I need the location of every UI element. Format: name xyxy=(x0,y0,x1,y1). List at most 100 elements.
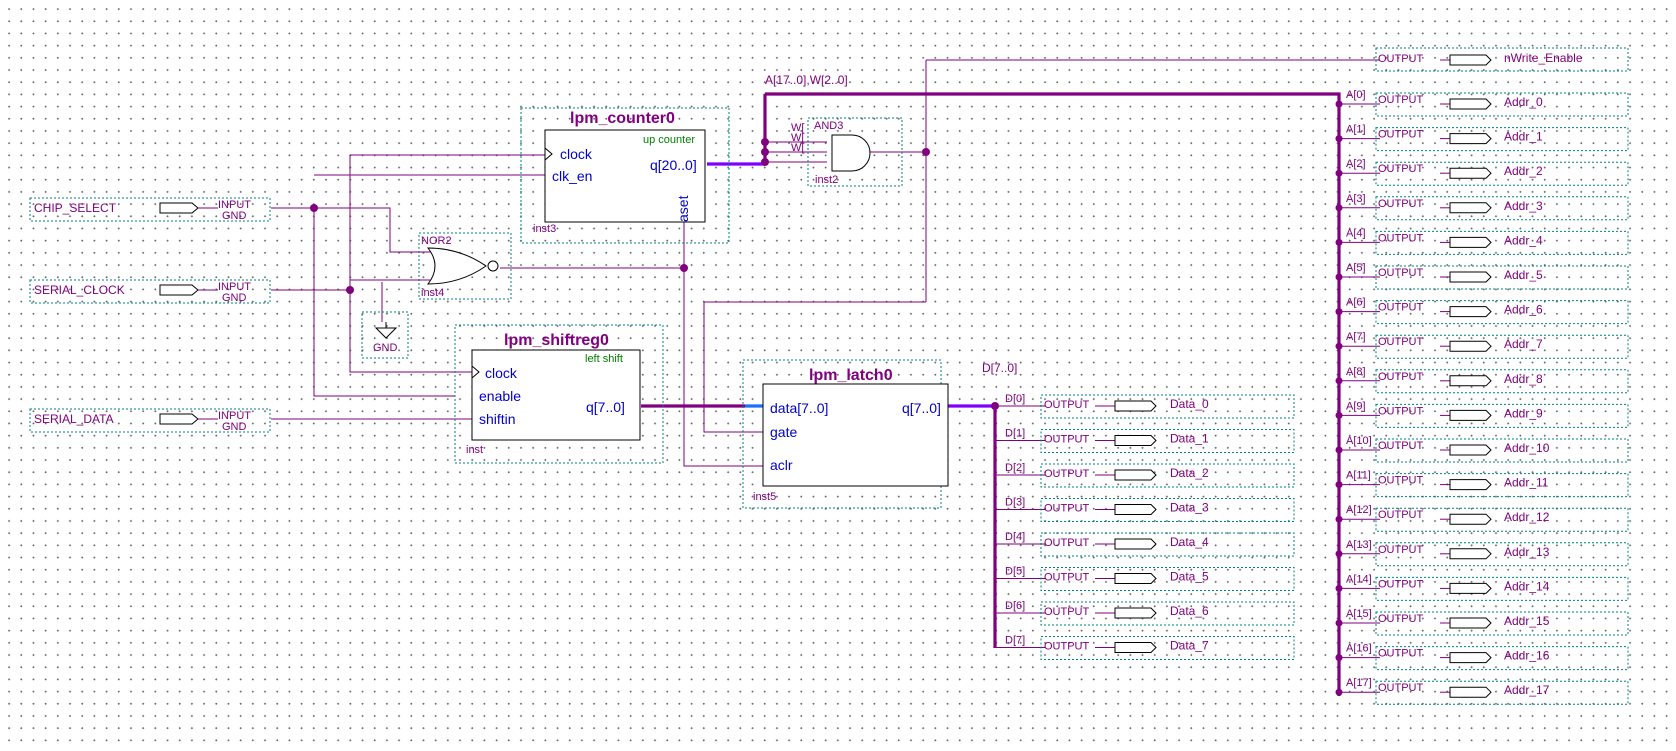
address-bus-tap-label: A[13] xyxy=(1346,539,1372,551)
nwrite-enable-name: nWrite_Enable xyxy=(1504,51,1583,65)
output-pin-type: OUTPUT xyxy=(1378,405,1424,417)
gnd-symbol[interactable]: GND xyxy=(361,311,409,359)
output-pin-name: Addr_8 xyxy=(1504,372,1543,386)
and3-gate[interactable]: W[ W[ W[ AND3 inst2 xyxy=(791,117,903,187)
address-bus-label: A[17..0],W[2..0] xyxy=(765,73,848,87)
output-pin-name: Addr_7 xyxy=(1504,337,1543,351)
output-pin-name: Addr_10 xyxy=(1504,441,1550,455)
output-pin-name: Addr_5 xyxy=(1504,268,1543,282)
output-pin-type: OUTPUT xyxy=(1378,509,1424,521)
output-pin-name: Addr_13 xyxy=(1504,545,1550,559)
address-bus-tap-label: A[5] xyxy=(1346,262,1366,274)
address-bus-tap-label: A[1] xyxy=(1346,124,1366,136)
address-bus-tap-label: A[15] xyxy=(1346,608,1372,620)
shiftreg-q-port: q[7..0] xyxy=(586,399,625,415)
output-pin-addr-8[interactable]: A[8] OUTPUT Addr_8 xyxy=(1335,366,1629,394)
output-pin-type: OUTPUT xyxy=(1378,475,1424,487)
output-pin-name: Addr_4 xyxy=(1504,233,1543,247)
output-pin-data-4[interactable]: D[4] OUTPUT Data_4 xyxy=(995,531,1295,557)
output-pin-name: Data_6 xyxy=(1170,604,1209,618)
latch-gate-port: gate xyxy=(770,424,797,440)
latch-data-port: data[7..0] xyxy=(770,400,828,416)
output-pin-data-1[interactable]: D[1] OUTPUT Data_1 xyxy=(995,428,1295,453)
output-pin-type: OUTPUT xyxy=(1378,267,1424,279)
junctions xyxy=(310,138,999,410)
output-pin-type: OUTPUT xyxy=(1378,198,1424,210)
nor2-gate[interactable]: NOR2 inst4 xyxy=(415,232,512,300)
address-bus-tap-label: A[9] xyxy=(1346,400,1366,412)
lpm-latch0-block[interactable]: lpm_latch0 data[7..0] gate aclr q[7..0] … xyxy=(742,359,949,509)
counter-mode: up counter xyxy=(643,134,695,146)
lpm-counter0-block[interactable]: lpm_counter0 up counter clock clk_en q[2… xyxy=(520,107,730,244)
input-pin-name: CHIP_SELECT xyxy=(34,201,117,215)
buses xyxy=(641,92,1341,696)
data-bus-tap-label: D[5] xyxy=(1005,566,1025,578)
counter-clken-port: clk_en xyxy=(552,168,592,184)
output-pin-type: OUTPUT xyxy=(1044,537,1090,549)
output-pin-name: Addr_3 xyxy=(1504,199,1543,213)
address-bus-tap-label: A[10] xyxy=(1346,435,1372,447)
shiftreg-instance: inst xyxy=(466,444,483,456)
input-pin-type: INPUT xyxy=(218,410,251,422)
counter-instance: inst3 xyxy=(533,223,556,235)
output-pin-type: OUTPUT xyxy=(1378,302,1424,314)
output-pin-type: OUTPUT xyxy=(1044,572,1090,584)
lpm-shiftreg0-block[interactable]: lpm_shiftreg0 left shift clock enable sh… xyxy=(454,324,664,464)
counter-aset-port: aset xyxy=(675,195,691,222)
and3-input-label-2: W[ xyxy=(791,142,804,154)
input-pin-name: SERIAL_CLOCK xyxy=(34,283,125,297)
output-pin-name: Data_4 xyxy=(1170,535,1209,549)
address-bus-tap-label: A[8] xyxy=(1346,366,1366,378)
data-bus-tap-label: D[4] xyxy=(1005,531,1025,543)
output-pin-name: Data_1 xyxy=(1170,432,1209,446)
output-pin-name: Addr_11 xyxy=(1504,476,1549,490)
shiftreg-name: lpm_shiftreg0 xyxy=(504,332,609,349)
output-pin-name: Addr_0 xyxy=(1504,95,1543,109)
output-pin-name: Addr_16 xyxy=(1504,649,1550,663)
data-bus-tap-label: D[1] xyxy=(1005,428,1025,440)
output-pin-type: OUTPUT xyxy=(1044,434,1090,446)
address-bus-tap-label: A[16] xyxy=(1346,643,1372,655)
output-pin-type: OUTPUT xyxy=(1378,371,1424,383)
output-pin-addr-5[interactable]: A[5] OUTPUT Addr_5 xyxy=(1335,262,1629,290)
counter-name: lpm_counter0 xyxy=(570,110,675,127)
output-pin-nwrite-enable[interactable]: OUTPUT nWrite_Enable xyxy=(1375,47,1629,72)
output-pin-name: Addr_12 xyxy=(1504,510,1550,524)
data-bus-tap-label: D[6] xyxy=(1005,600,1025,612)
output-pin-type: OUTPUT xyxy=(1044,503,1090,515)
input-pin-default: GND xyxy=(222,292,247,304)
output-pin-name: Data_7 xyxy=(1170,639,1209,653)
shiftreg-enable-port: enable xyxy=(479,388,521,404)
input-pin-name: SERIAL_DATA xyxy=(34,412,114,426)
output-pin-type: OUTPUT xyxy=(1378,336,1424,348)
input-pin-default: GND xyxy=(222,210,247,222)
